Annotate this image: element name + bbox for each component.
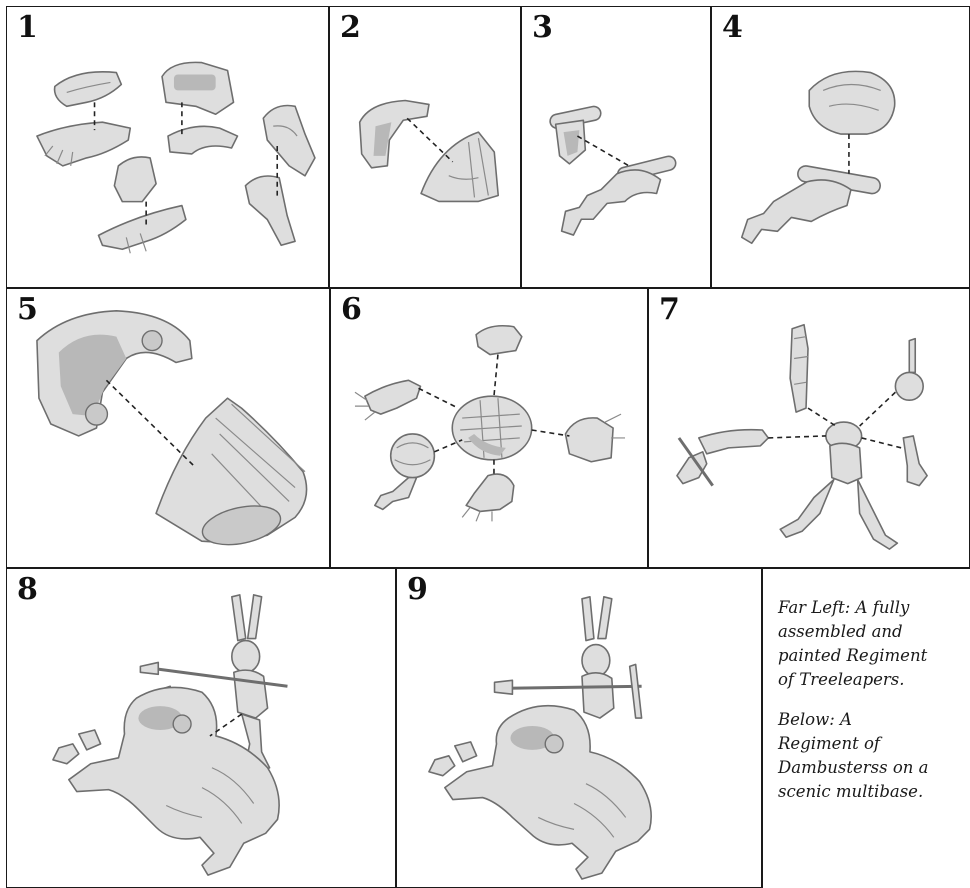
step-6-parts-illustration xyxy=(331,289,647,567)
caption-below: Below: A Regiment of Dambusterss on a sc… xyxy=(778,708,966,804)
caption: Far Left: A fully assembled and painted … xyxy=(778,596,966,820)
assembly-step-7: 7 xyxy=(648,288,970,568)
assembly-step-5: 5 xyxy=(6,288,330,568)
step-2-parts-illustration xyxy=(330,7,520,287)
assembly-step-6: 6 xyxy=(330,288,648,568)
step-7-parts-illustration xyxy=(649,289,969,567)
assembly-step-8: 8 xyxy=(6,568,396,888)
step-9-model-illustration xyxy=(397,569,761,887)
step-5-parts-illustration xyxy=(7,289,329,567)
step-1-parts-illustration xyxy=(7,7,328,287)
step-8-model-illustration xyxy=(7,569,395,887)
step-3-parts-illustration xyxy=(522,7,710,287)
assembly-step-1: 1 xyxy=(6,6,329,288)
assembly-step-2: 2 xyxy=(329,6,521,288)
assembly-step-9: 9 xyxy=(396,568,762,888)
assembly-step-3: 3 xyxy=(521,6,711,288)
step-4-parts-illustration xyxy=(712,7,969,287)
assembly-step-4: 4 xyxy=(711,6,970,288)
caption-far-left: Far Left: A fully assembled and painted … xyxy=(778,596,966,692)
